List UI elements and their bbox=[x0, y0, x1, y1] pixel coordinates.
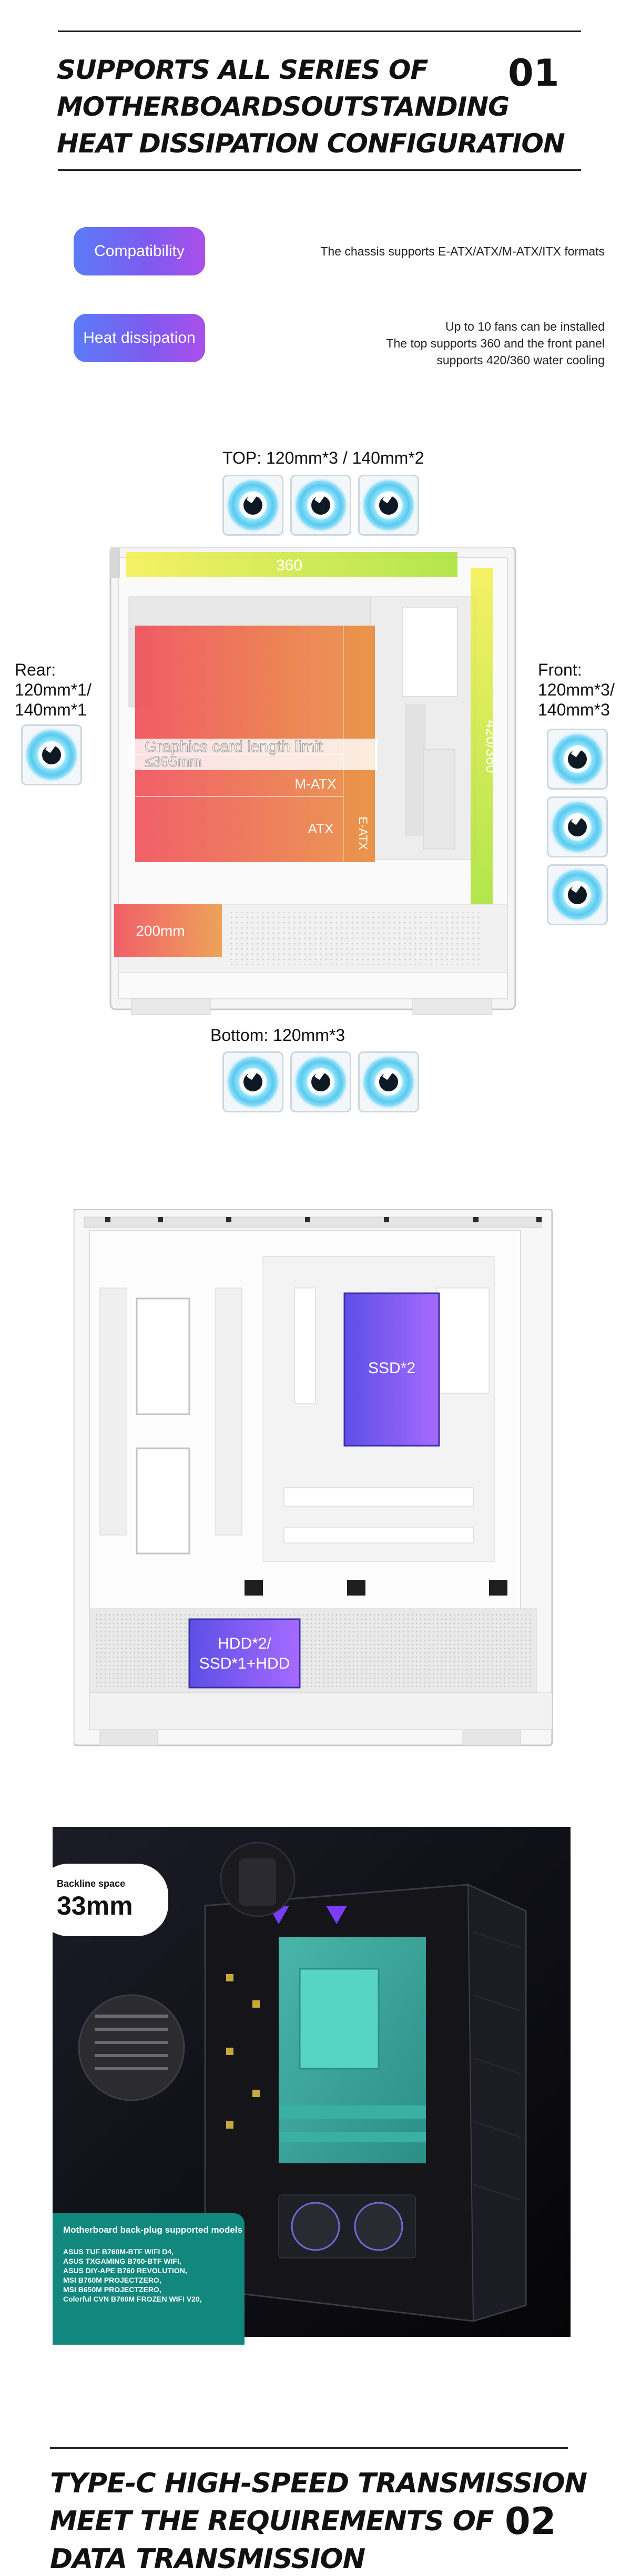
description-line: supports 420/360 water cooling bbox=[436, 353, 605, 367]
section-01-number: 01 bbox=[508, 52, 559, 95]
model-item: ASUS DIY-APE B760 REVOLUTION, bbox=[63, 2266, 187, 2275]
front-fan-label: Front: 120mm*3/ 140mm*3 bbox=[538, 660, 615, 720]
hdd-highlight bbox=[188, 1618, 301, 1689]
description-line: Up to 10 fans can be installed bbox=[445, 320, 605, 333]
label-line: 140mm*1 bbox=[15, 700, 87, 719]
model-item: ASUS TUF B760M-BTF WIFI D4, bbox=[63, 2247, 174, 2256]
section-02-title: TYPE-C HIGH-SPEED TRANSMISSION MEET THE … bbox=[50, 2465, 587, 2576]
title-line: HEAT DISSIPATION CONFIGURATION bbox=[57, 128, 565, 159]
front-fan-icon bbox=[547, 796, 608, 857]
label-line: 140mm*3 bbox=[538, 700, 610, 719]
case-back-drive-diagram: SSD*2 HDD*2/ SSD*1+HDD bbox=[74, 1209, 553, 1746]
title-underline bbox=[58, 169, 581, 171]
label-line: Front: bbox=[538, 660, 582, 679]
bottom-fan-icon bbox=[290, 1051, 351, 1112]
hdd-label-line: SSD*1+HDD bbox=[199, 1655, 290, 1672]
heat-dissipation-description: Up to 10 fans can be installed The top s… bbox=[386, 318, 605, 369]
board-matx-text: M-ATX bbox=[295, 776, 337, 792]
gpu-limit-text: Graphics card length limit bbox=[145, 738, 323, 755]
top-fan-icon bbox=[290, 475, 351, 536]
front-fan-icon bbox=[547, 864, 608, 925]
radiator-front-text: 420/360 bbox=[483, 720, 500, 773]
label-line: Rear: bbox=[15, 660, 56, 679]
board-atx-text: ATX bbox=[308, 821, 334, 836]
graphics-card-limit-bar bbox=[128, 739, 378, 770]
model-item: Colorful CVN B760M FROZEN WIFI V20, bbox=[63, 2295, 202, 2303]
case-fan-diagram: 360 420/360 ITX M-ATX ATX E-ATX Graphics… bbox=[109, 547, 516, 1015]
description-line: The top supports 360 and the front panel bbox=[386, 336, 605, 350]
top-radiator bbox=[126, 552, 457, 577]
description-line: The chassis supports E-ATX/ATX/M-ATX/ITX… bbox=[320, 244, 605, 258]
rear-fan-label: Rear: 120mm*1/ 140mm*1 bbox=[15, 660, 91, 720]
title-line: DATA TRANSMISSION bbox=[50, 2543, 365, 2575]
ssd-highlight bbox=[343, 1292, 440, 1447]
front-fan-icon bbox=[547, 729, 608, 790]
bottom-fan-icon bbox=[222, 1051, 283, 1112]
title-line: MEET THE REQUIREMENTS OF bbox=[50, 2506, 494, 2537]
section-02-divider bbox=[50, 2447, 568, 2449]
section-02-number: 02 bbox=[505, 2500, 556, 2543]
front-radiator bbox=[471, 568, 493, 904]
board-itx-text: ITX bbox=[255, 739, 276, 755]
bottom-fan-label: Bottom: 120mm*3 bbox=[210, 1026, 345, 1045]
gpu-limit-value: ≤395mm bbox=[145, 753, 202, 770]
backline-space-value: 33mm bbox=[57, 1891, 133, 1920]
board-eatx-text: E-ATX bbox=[357, 816, 370, 850]
label-line: 120mm*1/ bbox=[15, 680, 91, 699]
supported-models-box: Motherboard back-plug supported models A… bbox=[53, 2213, 245, 2345]
section-01-title: SUPPORTS ALL SERIES OF MOTHERBOARDSOUTST… bbox=[57, 52, 565, 162]
compatibility-pill: Compatibility bbox=[74, 227, 205, 275]
title-line: SUPPORTS ALL SERIES OF bbox=[57, 55, 429, 85]
backline-space-title: Backline space bbox=[57, 1878, 126, 1889]
radiator-top-text: 360 bbox=[276, 557, 302, 574]
backline-space-tag: Backline space 33mm bbox=[37, 1864, 168, 1936]
title-line: TYPE-C HIGH-SPEED TRANSMISSION bbox=[50, 2468, 587, 2499]
heat-dissipation-pill: Heat dissipation bbox=[74, 314, 205, 362]
top-divider bbox=[58, 30, 581, 32]
psu-length-text: 200mm bbox=[136, 923, 185, 939]
rear-fan-icon bbox=[21, 724, 82, 785]
title-line: MOTHERBOARDSOUTSTANDING bbox=[57, 91, 510, 122]
label-line: 120mm*3/ bbox=[538, 680, 615, 699]
supported-models-title: Motherboard back-plug supported models bbox=[63, 2225, 242, 2235]
bottom-fan-icon bbox=[358, 1051, 419, 1112]
hdd-label-line: HDD*2/ bbox=[218, 1635, 271, 1652]
model-item: MSI B650M PROJECTZERO, bbox=[63, 2285, 161, 2294]
top-fan-icon bbox=[222, 475, 283, 536]
psu-zone bbox=[114, 904, 222, 957]
model-item: ASUS TXGAMING B760-BTF WIFI, bbox=[63, 2257, 181, 2265]
compatibility-description: The chassis supports E-ATX/ATX/M-ATX/ITX… bbox=[320, 243, 605, 260]
ssd-label: SSD*2 bbox=[368, 1359, 415, 1377]
top-fan-icon bbox=[358, 475, 419, 536]
top-fan-label: TOP: 120mm*3 / 140mm*2 bbox=[222, 448, 424, 467]
backplug-illustration bbox=[53, 1827, 571, 2337]
model-item: MSI B760M PROJECTZERO, bbox=[63, 2276, 161, 2284]
